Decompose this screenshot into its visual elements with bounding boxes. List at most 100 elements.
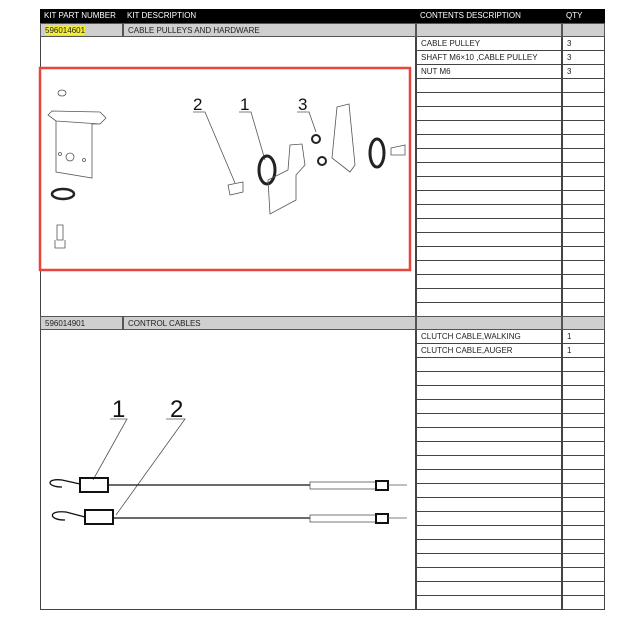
empty-row xyxy=(416,177,562,191)
empty-row xyxy=(416,79,562,93)
contents-item: CLUTCH CABLE,AUGER xyxy=(416,344,562,358)
kit-part-number: 596014901 xyxy=(40,316,123,330)
empty-qty xyxy=(562,568,605,582)
callout-2: 2 xyxy=(170,396,183,423)
kit-description: CONTROL CABLES xyxy=(123,316,416,330)
empty-row xyxy=(416,261,562,275)
empty-qty xyxy=(562,456,605,470)
empty-qty xyxy=(562,289,605,303)
empty-qty xyxy=(562,372,605,386)
empty-qty xyxy=(562,93,605,107)
col-header-contents: CONTENTS DESCRIPTION xyxy=(416,9,562,23)
qty-header-blank xyxy=(562,23,605,37)
empty-qty xyxy=(562,79,605,93)
highlight-box xyxy=(38,66,412,272)
callout-2: 2 xyxy=(193,95,202,114)
col-header-qty: QTY xyxy=(562,9,605,23)
empty-qty xyxy=(562,107,605,121)
empty-qty xyxy=(562,400,605,414)
illustration-area xyxy=(40,330,416,610)
contents-header-blank xyxy=(416,23,562,37)
contents-qty: 1 xyxy=(562,330,605,344)
empty-row xyxy=(416,596,562,610)
callout-1: 1 xyxy=(112,396,125,423)
contents-item: CABLE PULLEY xyxy=(416,37,562,51)
empty-row xyxy=(416,247,562,261)
empty-row xyxy=(416,358,562,372)
empty-qty xyxy=(562,498,605,512)
contents-qty: 3 xyxy=(562,65,605,79)
empty-qty xyxy=(562,191,605,205)
contents-qty: 1 xyxy=(562,344,605,358)
empty-row xyxy=(416,121,562,135)
contents-qty: 3 xyxy=(562,51,605,65)
callout-1: 1 xyxy=(240,95,249,114)
empty-qty xyxy=(562,442,605,456)
empty-qty xyxy=(562,163,605,177)
empty-qty xyxy=(562,428,605,442)
empty-row xyxy=(416,400,562,414)
contents-item: SHAFT M6×10 ,CABLE PULLEY xyxy=(416,51,562,65)
empty-row xyxy=(416,289,562,303)
empty-qty xyxy=(562,470,605,484)
empty-qty xyxy=(562,149,605,163)
empty-qty xyxy=(562,358,605,372)
empty-row xyxy=(416,93,562,107)
empty-row xyxy=(416,470,562,484)
empty-row xyxy=(416,540,562,554)
empty-row xyxy=(416,582,562,596)
highlighted-part-number: 596014601 xyxy=(45,26,86,35)
empty-row xyxy=(416,107,562,121)
contents-item: CLUTCH CABLE,WALKING xyxy=(416,330,562,344)
kit-part-number: 596014601 xyxy=(40,23,123,37)
empty-row xyxy=(416,372,562,386)
empty-row xyxy=(416,428,562,442)
empty-qty xyxy=(562,554,605,568)
kit-description: CABLE PULLEYS AND HARDWARE xyxy=(123,23,416,37)
empty-row xyxy=(416,442,562,456)
empty-row xyxy=(416,386,562,400)
qty-header-blank xyxy=(562,316,605,330)
empty-qty xyxy=(562,121,605,135)
empty-row xyxy=(416,526,562,540)
empty-qty xyxy=(562,233,605,247)
empty-row xyxy=(416,512,562,526)
empty-row xyxy=(416,205,562,219)
contents-item: NUT M6 xyxy=(416,65,562,79)
empty-qty xyxy=(562,414,605,428)
empty-row xyxy=(416,554,562,568)
contents-header-blank xyxy=(416,316,562,330)
control-cables-drawing: 1 2 xyxy=(49,396,407,525)
callout-3: 3 xyxy=(298,95,307,114)
empty-row xyxy=(416,233,562,247)
empty-row xyxy=(416,149,562,163)
pulley-bracket-drawing: 2 1 3 xyxy=(47,89,406,249)
empty-qty xyxy=(562,526,605,540)
empty-row xyxy=(416,135,562,149)
empty-qty xyxy=(562,596,605,610)
empty-qty xyxy=(562,484,605,498)
empty-qty xyxy=(562,275,605,289)
empty-qty xyxy=(562,205,605,219)
empty-row xyxy=(416,414,562,428)
col-header-kit-description: KIT DESCRIPTION xyxy=(123,9,416,23)
empty-row xyxy=(416,568,562,582)
empty-row xyxy=(416,456,562,470)
col-header-kit-part-number: KIT PART NUMBER xyxy=(40,9,123,23)
empty-qty xyxy=(562,135,605,149)
empty-row xyxy=(416,498,562,512)
empty-qty xyxy=(562,219,605,233)
empty-qty xyxy=(562,540,605,554)
contents-qty: 3 xyxy=(562,37,605,51)
empty-qty xyxy=(562,261,605,275)
empty-row xyxy=(416,163,562,177)
empty-qty xyxy=(562,582,605,596)
empty-row xyxy=(416,484,562,498)
empty-qty xyxy=(562,247,605,261)
empty-qty xyxy=(562,386,605,400)
empty-qty xyxy=(562,512,605,526)
empty-row xyxy=(416,275,562,289)
empty-row xyxy=(416,219,562,233)
empty-row xyxy=(416,191,562,205)
